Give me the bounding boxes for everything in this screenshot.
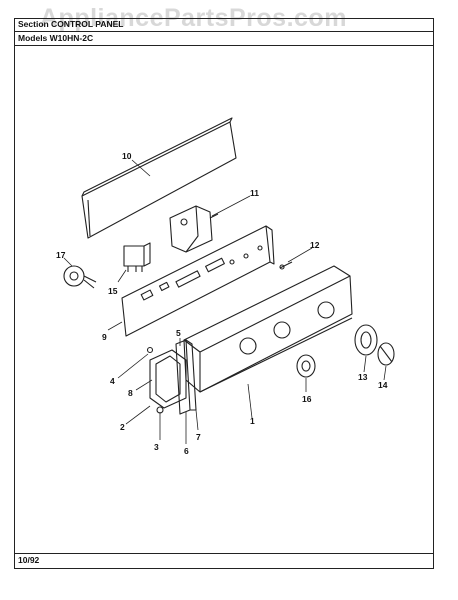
callout-11: 11 [250,188,259,198]
models-title: Models W10HN-2C [18,33,94,43]
callout-9: 9 [102,332,107,342]
callout-16: 16 [302,394,312,404]
part-end-cap [149,349,187,409]
footer-divider [14,553,434,554]
part-control-backplate [121,225,275,337]
part-trim-strip [175,339,197,415]
callout-5: 5 [176,328,181,338]
callout-1: 1 [250,416,255,426]
callout-14: 14 [378,380,388,390]
header-divider [14,31,434,32]
callout-4: 4 [110,376,115,386]
callout-13: 13 [358,372,368,382]
part-screw-small [146,346,154,354]
section-title: Section CONTROL PANEL [18,19,124,29]
header-divider-2 [14,45,434,46]
callout-15: 15 [108,286,118,296]
part-selector-knob [296,354,316,378]
part-timer-knob [377,342,395,366]
callout-labels: 1 2 3 4 5 6 7 8 9 10 11 12 13 14 15 16 1… [56,151,388,456]
callout-17: 17 [56,250,66,260]
callout-7: 7 [196,432,201,442]
callout-3: 3 [154,442,159,452]
part-switch [123,242,151,272]
callout-10: 10 [122,151,132,161]
leader-lines [63,159,387,444]
diagram-frame [14,18,434,569]
part-timer-motor [63,265,97,289]
callout-6: 6 [184,446,189,456]
part-timer-bracket [169,205,219,253]
part-rear-shield [81,117,237,239]
part-console-panel [183,265,353,393]
callout-8: 8 [128,388,133,398]
footer-date-code: 10/92 [18,555,40,565]
part-screw [279,261,293,270]
callout-12: 12 [310,240,320,250]
callout-2: 2 [120,422,125,432]
part-knob-skirt [354,324,378,356]
